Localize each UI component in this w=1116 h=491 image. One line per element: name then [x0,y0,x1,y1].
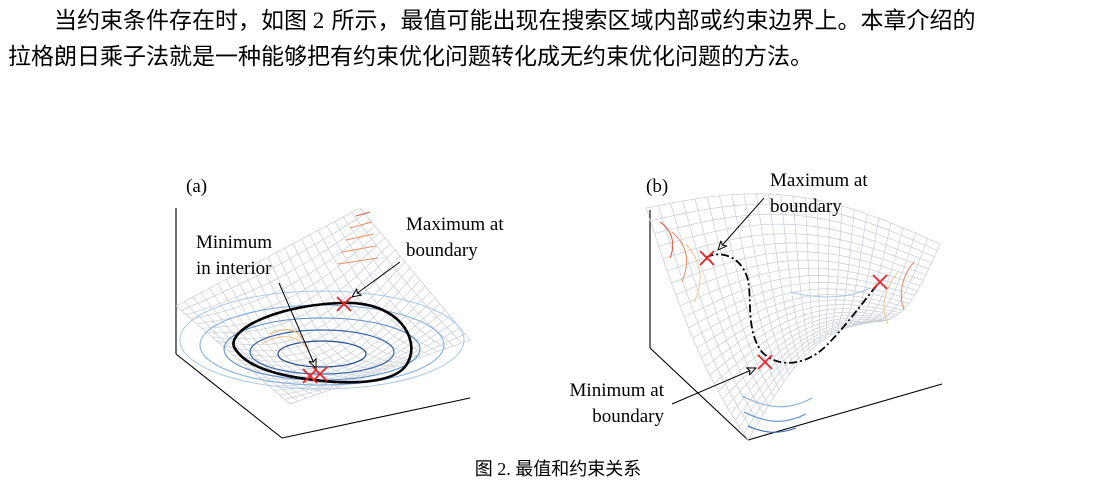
mesh-line [792,195,811,352]
mesh-line [309,234,422,358]
contour-a-2 [249,329,395,375]
panel-a-label: (a) [186,176,207,197]
panel-a-max-annotation-line-1: Maximum at [406,214,504,235]
contour-a-warm-4 [355,211,371,217]
mesh-line [694,198,770,406]
panel-a-arrow-max [352,261,401,297]
paragraph-line-1: 当约束条件存在时，如图 2 所示，最值可能出现在搜索区域内部或约束边界上。本章介… [8,4,1108,38]
paragraph-line-1-end: 所示，最值可能出现在搜索区域内部或约束边界上。本章介绍的 [324,8,976,34]
paragraph-line-2: 拉格朗日乘子法就是一种能够把有约束优化问题转化成无约束优化问题的方法。 [8,44,813,70]
mesh-line [735,321,881,421]
panel-a-arrow-min [278,282,316,368]
contour-a-5 [179,290,465,390]
contour-a-warm-3 [337,221,379,265]
contour-b-warm-5 [883,271,899,325]
figure-reference: 图 2 [284,8,325,33]
mesh-line [343,216,454,347]
panel-b-arrow-min [671,368,756,405]
panel-a-min-annotation-line-2: in interior [196,258,272,279]
panel-b-max-marker-left [699,250,715,266]
panel-b-min-marker [757,354,773,370]
mesh-line [845,218,880,329]
panel-a-max-marker [336,296,352,312]
mesh-line [679,267,918,307]
panel-a-max-annotation-line-2: boundary [406,240,478,261]
panel-a-axes [175,208,471,439]
mesh-line [780,194,806,357]
contour-b-warm-3 [685,243,701,303]
mesh-line [817,199,821,343]
paragraph-line-1-start: 当约束条件存在时，如 [54,8,284,34]
panel-b-max-marker-right [872,274,888,290]
contour-a-warm-1 [269,329,303,341]
panel-b-min-annotation-line-1: Minimum at [570,380,665,401]
mesh-line [692,288,909,339]
contour-a-1 [277,340,367,368]
mesh-line [658,223,932,264]
mesh-line [359,207,471,341]
mesh-line [284,333,466,400]
panel-b-min-annotation-line-2: boundary [592,406,664,427]
mesh-line [701,299,904,358]
panel-a-min-marker [302,366,328,384]
contour-b-cool-2 [743,411,807,422]
mesh-line [351,212,463,344]
panel-b-max-annotation-line-1: Maximum at [770,170,868,191]
mesh-line [871,243,941,323]
mesh-line [258,303,441,380]
panel-b-constraint-curve [705,253,881,364]
contour-b-warm-2 [671,231,688,283]
panel-b-axes [649,210,943,441]
mesh-line [861,233,916,325]
mesh-line [301,239,413,361]
figure-caption: 图 2. 最值和约束关系 [474,459,642,479]
mesh-line [292,243,405,364]
mesh-line [856,227,904,326]
mesh-line [274,321,456,391]
contour-b-cool-1 [741,395,813,408]
panel-b-contours [659,221,915,433]
mesh-line [264,309,446,383]
contour-b-cool-3 [747,425,797,433]
mesh-line [289,339,471,405]
panel-b-arrow-max [718,197,765,250]
mesh-line [739,321,878,428]
contour-b-warm-1 [659,221,674,259]
panel-a: (a) Minimum in interior Maximum at bound… [175,176,504,439]
panel-b: (b) Maximum at boundary Minimum at bound… [570,170,943,441]
panel-b-max-annotation-line-2: boundary [770,196,842,217]
contour-b-warm-4 [900,261,915,311]
mesh-line [284,247,397,367]
mesh-line [730,320,884,414]
panel-a-constraint-curve [232,301,413,384]
mesh-line [232,273,416,362]
panel-b-mesh-surface [645,193,941,441]
contour-b-cool-4 [789,287,871,298]
panel-a-min-annotation-line-1: Minimum [196,232,272,253]
mesh-line [866,238,929,324]
panel-b-label: (b) [646,176,668,197]
contour-a-warm-2 [261,336,307,349]
mesh-line [670,203,759,423]
mesh-line [743,321,875,434]
